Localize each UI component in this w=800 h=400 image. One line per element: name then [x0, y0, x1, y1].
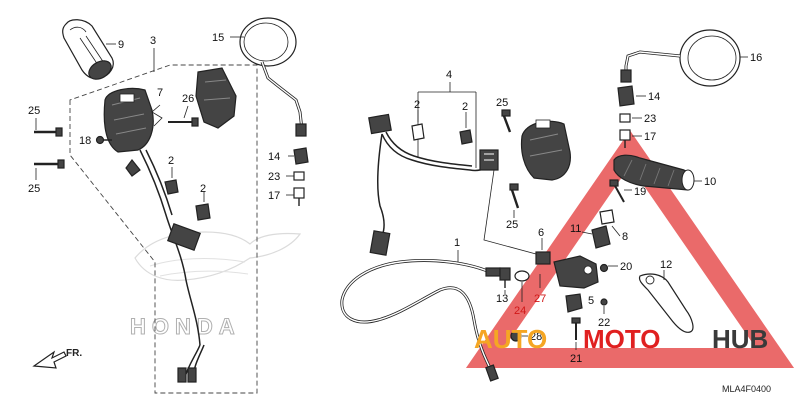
- screw-25-center-top: [501, 109, 512, 133]
- left-switch-housing: [103, 87, 154, 153]
- watermark-text: AUTO MOTO HUB: [474, 324, 768, 354]
- harness-clamp-2d: [459, 129, 473, 145]
- assembly-3-dashed-box: [69, 64, 258, 394]
- right-switch-housing: [520, 119, 571, 181]
- callout-4: 4: [446, 69, 452, 81]
- callout-28: 28: [530, 331, 542, 343]
- callout-13: 13: [496, 293, 508, 305]
- right-mirror: [620, 29, 741, 87]
- screw-28: [510, 330, 522, 342]
- screw-21: [571, 317, 581, 340]
- bolt-13: [499, 267, 511, 288]
- callout-15: 15: [212, 32, 224, 44]
- washer-24: [514, 270, 530, 282]
- mirror-adapter-14-right: [617, 85, 635, 107]
- nut-22: [600, 298, 608, 306]
- callout-25-c: 25: [496, 97, 508, 109]
- callout-22: 22: [598, 317, 610, 329]
- callout-17-a: 17: [268, 190, 280, 202]
- watermark-hub: HUB: [712, 324, 768, 354]
- watermark-triangle: [465, 130, 795, 368]
- honda-wing-logo: [134, 231, 302, 281]
- callout-14-b: 14: [648, 91, 660, 103]
- callout-23-b: 23: [644, 113, 656, 125]
- callout-1: 1: [454, 237, 460, 249]
- front-label: FR.: [66, 348, 82, 359]
- callout-7: 7: [157, 87, 163, 99]
- mirror-adapter-14-left: [293, 147, 309, 165]
- callout-23-a: 23: [268, 171, 280, 183]
- right-switch-harness: [368, 113, 499, 256]
- callout-20: 20: [620, 261, 632, 273]
- callout-18: 18: [79, 135, 91, 147]
- callout-25-d: 25: [506, 219, 518, 231]
- callout-26: 26: [182, 93, 194, 105]
- switch-11: [591, 225, 611, 249]
- screw-25-center-lower: [509, 183, 520, 209]
- screw-26: [168, 117, 199, 127]
- throttle-cable: [340, 259, 501, 382]
- callout-5: 5: [588, 295, 594, 307]
- diagram-code: MLA4F0400: [722, 384, 771, 394]
- callout-24: 24: [514, 305, 526, 317]
- callout-3: 3: [150, 35, 156, 47]
- screw-18: [95, 135, 112, 145]
- callout-11: 11: [570, 223, 581, 235]
- spacer-8: [599, 209, 615, 225]
- callout-21: 21: [570, 353, 582, 365]
- callout-25-a: 25: [28, 105, 40, 117]
- bolt-17-right: [619, 129, 631, 148]
- pivot-bolt-20: [599, 263, 609, 273]
- left-switch-cover: [195, 67, 237, 129]
- harness-clamp-2a: [164, 179, 179, 195]
- screw-19: [609, 179, 625, 203]
- left-mirror: [239, 17, 307, 137]
- left-grip: [62, 19, 114, 80]
- spring-clip: [151, 104, 163, 127]
- cable-joint-6: [535, 251, 551, 265]
- callout-9: 9: [118, 39, 124, 51]
- holder-5: [565, 293, 583, 313]
- screw-25-upper: [34, 127, 63, 137]
- callout-2-b: 2: [200, 183, 206, 195]
- callout-2-c: 2: [414, 99, 420, 111]
- watermark-auto: AUTO: [474, 324, 547, 354]
- callout-8: 8: [622, 231, 628, 243]
- brake-lever: [638, 273, 694, 333]
- harness-clamp-2b: [195, 203, 211, 221]
- left-switch-harness: [125, 149, 205, 383]
- callout-12: 12: [660, 259, 672, 271]
- callout-2-d: 2: [462, 101, 468, 113]
- bolt-17-left: [293, 187, 305, 206]
- callout-2-a: 2: [168, 155, 174, 167]
- callout-19: 19: [634, 186, 646, 198]
- nut-23-right: [619, 113, 631, 123]
- honda-brand-text: HONDA: [130, 314, 241, 339]
- front-direction-arrow: [32, 350, 67, 369]
- callout-10: 10: [704, 176, 716, 188]
- harness-clamp-2c: [411, 123, 425, 141]
- callout-27: 27: [534, 293, 546, 305]
- callout-17-b: 17: [644, 131, 656, 143]
- screw-25-lower: [34, 159, 65, 169]
- callout-6: 6: [538, 227, 544, 239]
- watermark-moto: MOTO: [583, 324, 661, 354]
- callout-16: 16: [750, 52, 762, 64]
- brake-master-cylinder: [553, 255, 599, 289]
- throttle-grip: [613, 154, 695, 191]
- nut-23-left: [293, 171, 305, 181]
- callout-14-a: 14: [268, 151, 280, 163]
- callout-25-b: 25: [28, 183, 40, 195]
